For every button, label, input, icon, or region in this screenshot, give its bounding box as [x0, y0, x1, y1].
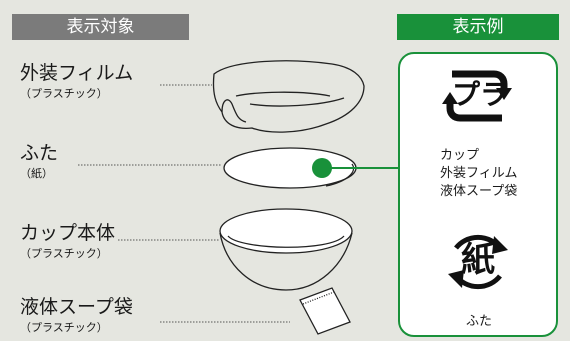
plastic-item: カップ: [440, 148, 480, 163]
item-outer-film: 外装フィルム （プラスチック）: [20, 62, 133, 101]
soup-pouch-illustration: [299, 287, 351, 335]
item-material: （プラスチック）: [20, 247, 108, 260]
item-name: ふた: [20, 142, 59, 164]
item-lid: ふた （紙）: [20, 142, 58, 181]
paper-recycle-arrows-icon: [448, 234, 508, 290]
plastic-item: 液体スープ袋: [440, 184, 518, 199]
paper-recycle-mark: 紙: [442, 226, 514, 298]
item-material: （プラスチック）: [20, 321, 108, 334]
paper-mark-symbol: 紙: [461, 240, 495, 280]
plastic-recycle-mark: プラ: [438, 60, 516, 132]
item-name: 外装フィルム: [20, 62, 134, 84]
item-name: カップ本体: [20, 222, 116, 244]
target-header: 表示対象: [12, 14, 189, 40]
paper-item: ふた: [466, 314, 493, 329]
cup-body-illustration: [219, 208, 353, 291]
item-cup-body: カップ本体 （プラスチック）: [20, 222, 115, 261]
plastic-item: 外装フィルム: [440, 166, 518, 181]
recycle-arrows-icon: [442, 70, 512, 122]
plastic-items-list: カップ 外装フィルム 液体スープ袋: [440, 147, 550, 201]
item-material: （紙）: [20, 167, 53, 180]
plastic-mark-symbol: プラ: [452, 78, 509, 111]
outer-film-illustration: [212, 60, 365, 133]
item-name: 液体スープ袋: [20, 296, 133, 318]
marking-example-panel: プラ カップ 外装フィルム 液体スープ袋 紙 ふた: [398, 52, 558, 337]
example-header: 表示例: [397, 14, 559, 40]
lid-connector: [312, 158, 399, 178]
item-material: （プラスチック）: [20, 87, 108, 100]
item-soup-pouch: 液体スープ袋 （プラスチック）: [20, 296, 133, 335]
